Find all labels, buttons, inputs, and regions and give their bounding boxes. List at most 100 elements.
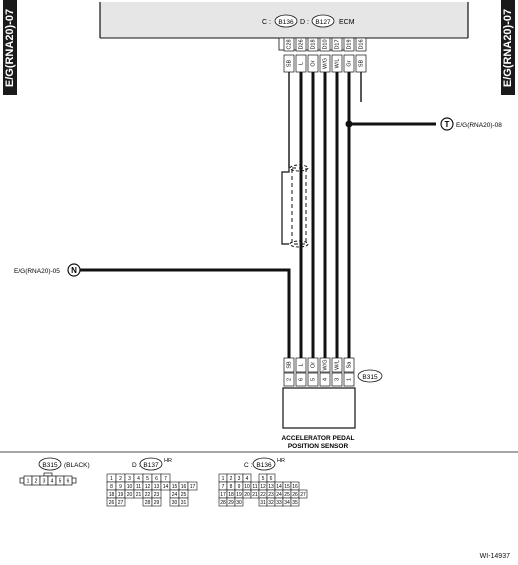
c-pin: 14 (276, 484, 282, 490)
b315-pin: 1 (27, 479, 30, 485)
d-pin: 8 (110, 484, 113, 490)
d-pin: 11 (136, 484, 141, 490)
d-pin: 16 (181, 484, 187, 490)
d-pin: 3 (128, 476, 131, 482)
d-pin: 10 (127, 484, 133, 490)
d-pin: 14 (163, 484, 169, 490)
c-pin: 29 (228, 500, 234, 506)
d-pin: 15 (172, 484, 178, 490)
ecm-wire-color-1: L (298, 62, 304, 65)
d-pin: 6 (155, 476, 158, 482)
ecm-connector-c-badge (274, 14, 298, 28)
sensor-pin-0: 2 (286, 378, 292, 381)
b315-pin: 4 (51, 479, 54, 485)
sensor-connector-badge (357, 369, 383, 383)
ecm-pin-6: D16 (358, 39, 364, 49)
link-n-badge (67, 263, 81, 277)
sensor-wire-color-0: SB (286, 361, 292, 369)
sensor-name-line2: POSITION SENSOR (288, 443, 349, 450)
d-pin: 30 (172, 500, 178, 506)
d-pin: 21 (136, 492, 142, 498)
b315-pin: 3 (43, 479, 46, 485)
d-prefix: D : (132, 462, 141, 469)
sensor-pin-4: 3 (334, 378, 340, 381)
d-note: HR (164, 458, 172, 464)
link-n-letter: N (71, 266, 77, 275)
c-pin: 27 (300, 492, 306, 498)
c-pin: 24 (276, 492, 282, 498)
c-pin: 4 (246, 476, 249, 482)
junction-dot (345, 120, 353, 128)
ecm-block: C : B136 D : B127 ECM (99, 2, 469, 39)
c-pin: 7 (222, 484, 225, 490)
d-pin: 9 (119, 484, 122, 490)
d-pin: 20 (127, 492, 133, 498)
link-n: E/G(RNA20)-05 N (14, 263, 81, 277)
c-pin: 8 (230, 484, 233, 490)
c-pin: 22 (260, 492, 266, 498)
link-t-letter: T (445, 120, 450, 129)
c-pin: 35 (292, 500, 298, 506)
c-pin: 19 (236, 492, 242, 498)
sensor-name-line1: ACCELERATOR PEDAL (281, 435, 354, 442)
d-pin: 27 (118, 500, 124, 506)
c-pin: 18 (228, 492, 234, 498)
c-pin: 3 (238, 476, 241, 482)
d-pin: 2 (119, 476, 122, 482)
c-pin: 33 (276, 500, 282, 506)
c-id: B136 (256, 462, 272, 469)
d-pin: 29 (154, 500, 160, 506)
link-t-text: E/G(RNA20)-08 (456, 122, 502, 129)
wires (70, 72, 436, 358)
c-prefix: C : (244, 462, 253, 469)
c-pin: 1 (222, 476, 225, 482)
side-tab-left: E/G(RNA20)-07 (3, 0, 17, 95)
d-pin: 7 (164, 476, 167, 482)
c-note: HR (277, 458, 285, 464)
d-pin: 24 (172, 492, 178, 498)
connector-view-d: D : B137 HR (132, 457, 172, 471)
c-pin: 10 (244, 484, 250, 490)
ecm-prefix-d: D : (300, 19, 309, 26)
d-pin: 19 (118, 492, 124, 498)
side-tab-right: E/G(RNA20)-07 (501, 0, 515, 95)
c-pin: 21 (252, 492, 258, 498)
d-id: B137 (143, 462, 159, 469)
sensor-pin-5: 1 (346, 378, 352, 381)
c-pin: 15 (284, 484, 290, 490)
c-pin: 16 (292, 484, 298, 490)
c-pin: 6 (270, 476, 273, 482)
ecm-wire-color-6: SB (358, 60, 364, 68)
b315-pin: 6 (67, 479, 70, 485)
ecm-connector-d-badge (311, 14, 335, 28)
ecm-pin-5: D19 (346, 39, 352, 49)
d-pin: 28 (145, 500, 151, 506)
sensor-pin-2: 5 (310, 378, 316, 381)
c-pin: 28 (220, 500, 226, 506)
reference-number: WI-14937 (479, 553, 510, 560)
shield (289, 164, 309, 248)
c-pin: 26 (292, 492, 298, 498)
sensor-wire-color-2: Or (310, 362, 316, 368)
d-pin: 23 (154, 492, 160, 498)
b315-id: B315 (42, 462, 58, 469)
ecm-wire-color-3: W/G (322, 58, 328, 69)
link-t: T E/G(RNA20)-08 (440, 117, 502, 131)
d-pin: 25 (181, 492, 187, 498)
d-pin: 26 (109, 500, 115, 506)
d-pin: 1 (110, 476, 113, 482)
c-pin: 30 (236, 500, 242, 506)
sensor-pin-1: 6 (298, 378, 304, 381)
ecm-pin-2: D18 (310, 39, 316, 49)
c-pin: 2 (230, 476, 233, 482)
ecm-wire-color-5: Gr (346, 60, 352, 66)
c-pin: 9 (238, 484, 241, 490)
wire-sb-sensor (70, 268, 291, 358)
c-pin: 32 (268, 500, 274, 506)
c-pin: 31 (260, 500, 266, 506)
